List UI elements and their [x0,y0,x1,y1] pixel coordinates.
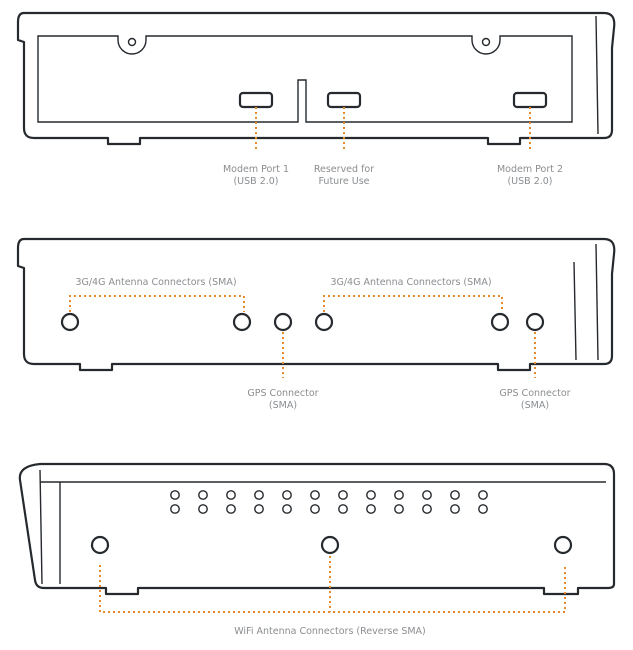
vent-hole [170,504,180,514]
wifi-connector-3 [553,535,573,555]
modem-port-2 [512,91,548,109]
vent-hole [422,490,432,500]
mount-hole-right [481,37,491,47]
vent-hole [198,504,208,514]
top-panel-housing [16,11,616,146]
bottom-panel-side-edge [39,469,606,585]
vent-hole [450,504,460,514]
wifi-connector-2 [320,535,340,555]
label-wifi: WiFi Antenna Connectors (Reverse SMA) [234,626,426,637]
label-gps-left-line1: GPS Connector [247,388,318,399]
label-modem-port-1-line2: (USB 2.0) [233,176,278,187]
label-gps-right-line2: (SMA) [521,400,549,411]
antenna-connector-3 [314,312,334,332]
middle-panel-side-edge [573,243,599,361]
vent-hole [478,490,488,500]
vent-hole [254,504,264,514]
label-reserved-line1: Reserved for [314,164,374,175]
middle-panel: 3G/4G Antenna Connectors (SMA) 3G/4G Ant… [16,237,616,411]
label-modem-port-2-line1: Modem Port 2 [497,164,563,175]
vent-hole [394,504,404,514]
modem-port-1 [238,91,274,109]
vent-hole [338,490,348,500]
antenna-connector-4 [490,312,510,332]
label-antenna-right: 3G/4G Antenna Connectors (SMA) [330,277,491,288]
vent-hole [226,504,236,514]
gps-connector-right [525,312,545,332]
vent-hole [450,490,460,500]
top-panel: Modem Port 1 (USB 2.0) Reserved for Futu… [16,11,616,187]
vent-hole [226,490,236,500]
reserved-port [326,91,362,109]
bottom-panel: WiFi Antenna Connectors (Reverse SMA) [18,462,616,637]
vent-hole [478,504,488,514]
vent-hole [254,490,264,500]
vent-hole [394,490,404,500]
antenna-connector-2 [232,312,252,332]
leader-antenna-left [69,295,245,312]
label-modem-port-1-line1: Modem Port 1 [223,164,289,175]
label-gps-left-line2: (SMA) [269,400,297,411]
vent-hole [198,490,208,500]
vent-hole [170,490,180,500]
vent-hole [282,490,292,500]
vent-hole [422,504,432,514]
label-reserved-line2: Future Use [318,176,369,187]
vent-hole [310,490,320,500]
label-antenna-left: 3G/4G Antenna Connectors (SMA) [75,277,236,288]
vent-hole [366,504,376,514]
mount-hole-left [127,37,137,47]
vent-hole [366,490,376,500]
top-panel-inner-frame [37,35,573,123]
antenna-connector-1 [60,312,80,332]
top-panel-side-edge [595,15,599,135]
leader-antenna-right [323,295,503,312]
label-modem-port-2-line2: (USB 2.0) [507,176,552,187]
vent-hole [282,504,292,514]
leader-wifi [99,556,566,613]
gps-connector-left [273,312,293,332]
bottom-panel-housing [18,462,616,596]
vent-grid [170,490,488,514]
vent-hole [338,504,348,514]
wifi-connector-1 [90,535,110,555]
vent-hole [310,504,320,514]
label-gps-right-line1: GPS Connector [499,388,570,399]
middle-panel-housing [16,237,616,372]
